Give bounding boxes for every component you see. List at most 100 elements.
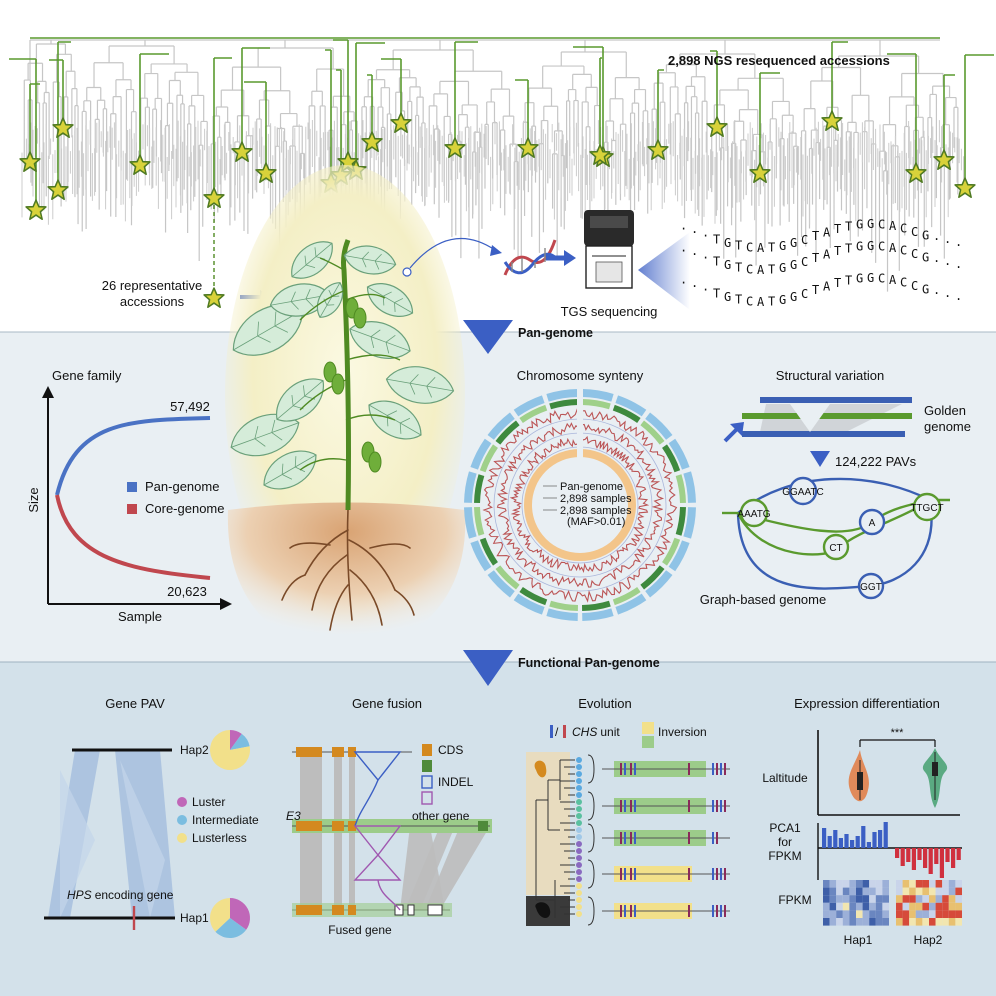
base-letter: A	[889, 273, 897, 287]
base-letter: G	[867, 239, 874, 253]
base-letter: A	[757, 241, 765, 255]
base-letter: C	[911, 279, 918, 293]
hap2-label: Hap2	[180, 743, 209, 757]
base-letter: G	[779, 239, 786, 253]
base-letter: ·	[691, 247, 698, 261]
legend-cds: CDS	[438, 743, 463, 757]
pca-label-3: FPKM	[768, 849, 801, 863]
pie-slice	[215, 918, 247, 938]
legend-luster: Luster	[192, 795, 225, 809]
node-ttgct-label: TTGCT	[910, 503, 943, 514]
base-letter: C	[878, 272, 885, 286]
base-letter: G	[856, 272, 863, 286]
base-letter: A	[823, 226, 831, 240]
representative-label-2: accessions	[120, 294, 185, 309]
base-letter: T	[845, 273, 852, 287]
hap1-label: Hap1	[844, 933, 873, 947]
node-ct	[822, 533, 850, 561]
base-letter: G	[922, 283, 929, 297]
pan-genome-heading: Pan-genome	[518, 326, 593, 340]
pods	[323, 297, 382, 473]
base-letter: T	[834, 276, 841, 290]
pav-count: 124,222 PAVs	[835, 454, 917, 469]
base-letter: T	[735, 293, 742, 307]
functional-arrow-icon	[463, 650, 513, 686]
legend-intermediate: Intermediate	[192, 813, 259, 827]
base-letter: C	[900, 276, 907, 290]
sequencer-icon	[584, 210, 634, 289]
base-letter: T	[713, 255, 720, 269]
base-letter: G	[790, 258, 797, 272]
node-ggaatc	[788, 476, 818, 506]
base-letter: ·	[933, 232, 940, 246]
base-letter: C	[801, 287, 808, 301]
pie-hap1	[210, 898, 250, 938]
base-letter: C	[911, 225, 918, 239]
base-letter: G	[867, 217, 874, 231]
base-letter: A	[823, 248, 831, 262]
synteny-circos: Chromosome synteny Pan-genome 2,898 samp…	[464, 368, 696, 621]
gene-family-title: Gene family	[52, 368, 122, 383]
base-letter: G	[724, 236, 731, 250]
inversion-label: Inversion	[658, 725, 707, 739]
base-letter: G	[790, 236, 797, 250]
legend-indel: INDEL	[438, 775, 474, 789]
pie-slice	[230, 898, 250, 930]
base-letter: T	[768, 240, 775, 254]
base-letter: G	[724, 258, 731, 272]
base-letter: ·	[944, 290, 951, 304]
base-letter: C	[801, 255, 808, 269]
base-letter: ·	[702, 229, 709, 243]
pan-genome-arrow-icon	[463, 320, 513, 354]
fpkm-label: FPKM	[778, 893, 811, 907]
node-ttgct	[912, 492, 942, 522]
pie-hap2	[210, 730, 251, 770]
base-letter: C	[801, 233, 808, 247]
base-letter: G	[779, 261, 786, 275]
legend-swatch-pan	[127, 482, 137, 492]
other-gene-label: other gene	[412, 809, 470, 823]
svg-text:/: /	[555, 725, 559, 739]
pan-value: 57,492	[170, 399, 210, 414]
base-letter: ·	[702, 251, 709, 265]
base-letter: C	[746, 240, 753, 254]
sv-title: Structural variation	[776, 368, 884, 383]
hap2-label: Hap2	[914, 933, 943, 947]
base-letter: T	[845, 241, 852, 255]
node-a-label: A	[869, 518, 876, 529]
pie-slice	[210, 730, 251, 770]
base-letter: ·	[680, 244, 687, 258]
base-letter: T	[735, 239, 742, 253]
synteny-legend-1: Pan-genome	[560, 481, 623, 493]
gene-family-chart: Gene family Size Sample 57,492 20,623 Pa…	[26, 368, 232, 624]
expression-panel: Expression differentiation Laltitude ***…	[762, 696, 962, 947]
base-letter: G	[724, 290, 731, 304]
base-letter: T	[845, 219, 852, 233]
fused-gene-label: Fused gene	[328, 923, 392, 937]
node-ct-label: CT	[829, 543, 842, 554]
base-letter: ·	[691, 225, 698, 239]
ngs-label: 2,898 NGS resequenced accessions	[668, 53, 890, 68]
base-letter: ·	[944, 258, 951, 272]
base-letter: T	[713, 233, 720, 247]
base-letter: C	[878, 218, 885, 232]
base-letter: ·	[955, 238, 962, 252]
base-letter: G	[790, 290, 797, 304]
node-ggt	[857, 572, 885, 600]
x-axis-label: Sample	[118, 609, 162, 624]
base-letter: C	[746, 294, 753, 308]
seed-icon	[535, 902, 551, 918]
gene-pav-title: Gene PAV	[105, 696, 165, 711]
base-letter: G	[922, 251, 929, 265]
seed-icon	[534, 760, 547, 778]
base-letter: G	[779, 293, 786, 307]
pie-slice	[230, 733, 250, 750]
base-letter: G	[856, 240, 863, 254]
golden-label-2: genome	[924, 419, 971, 434]
base-letter: T	[768, 294, 775, 308]
legend-lusterless: Lusterless	[192, 831, 247, 845]
base-letter: C	[911, 247, 918, 261]
